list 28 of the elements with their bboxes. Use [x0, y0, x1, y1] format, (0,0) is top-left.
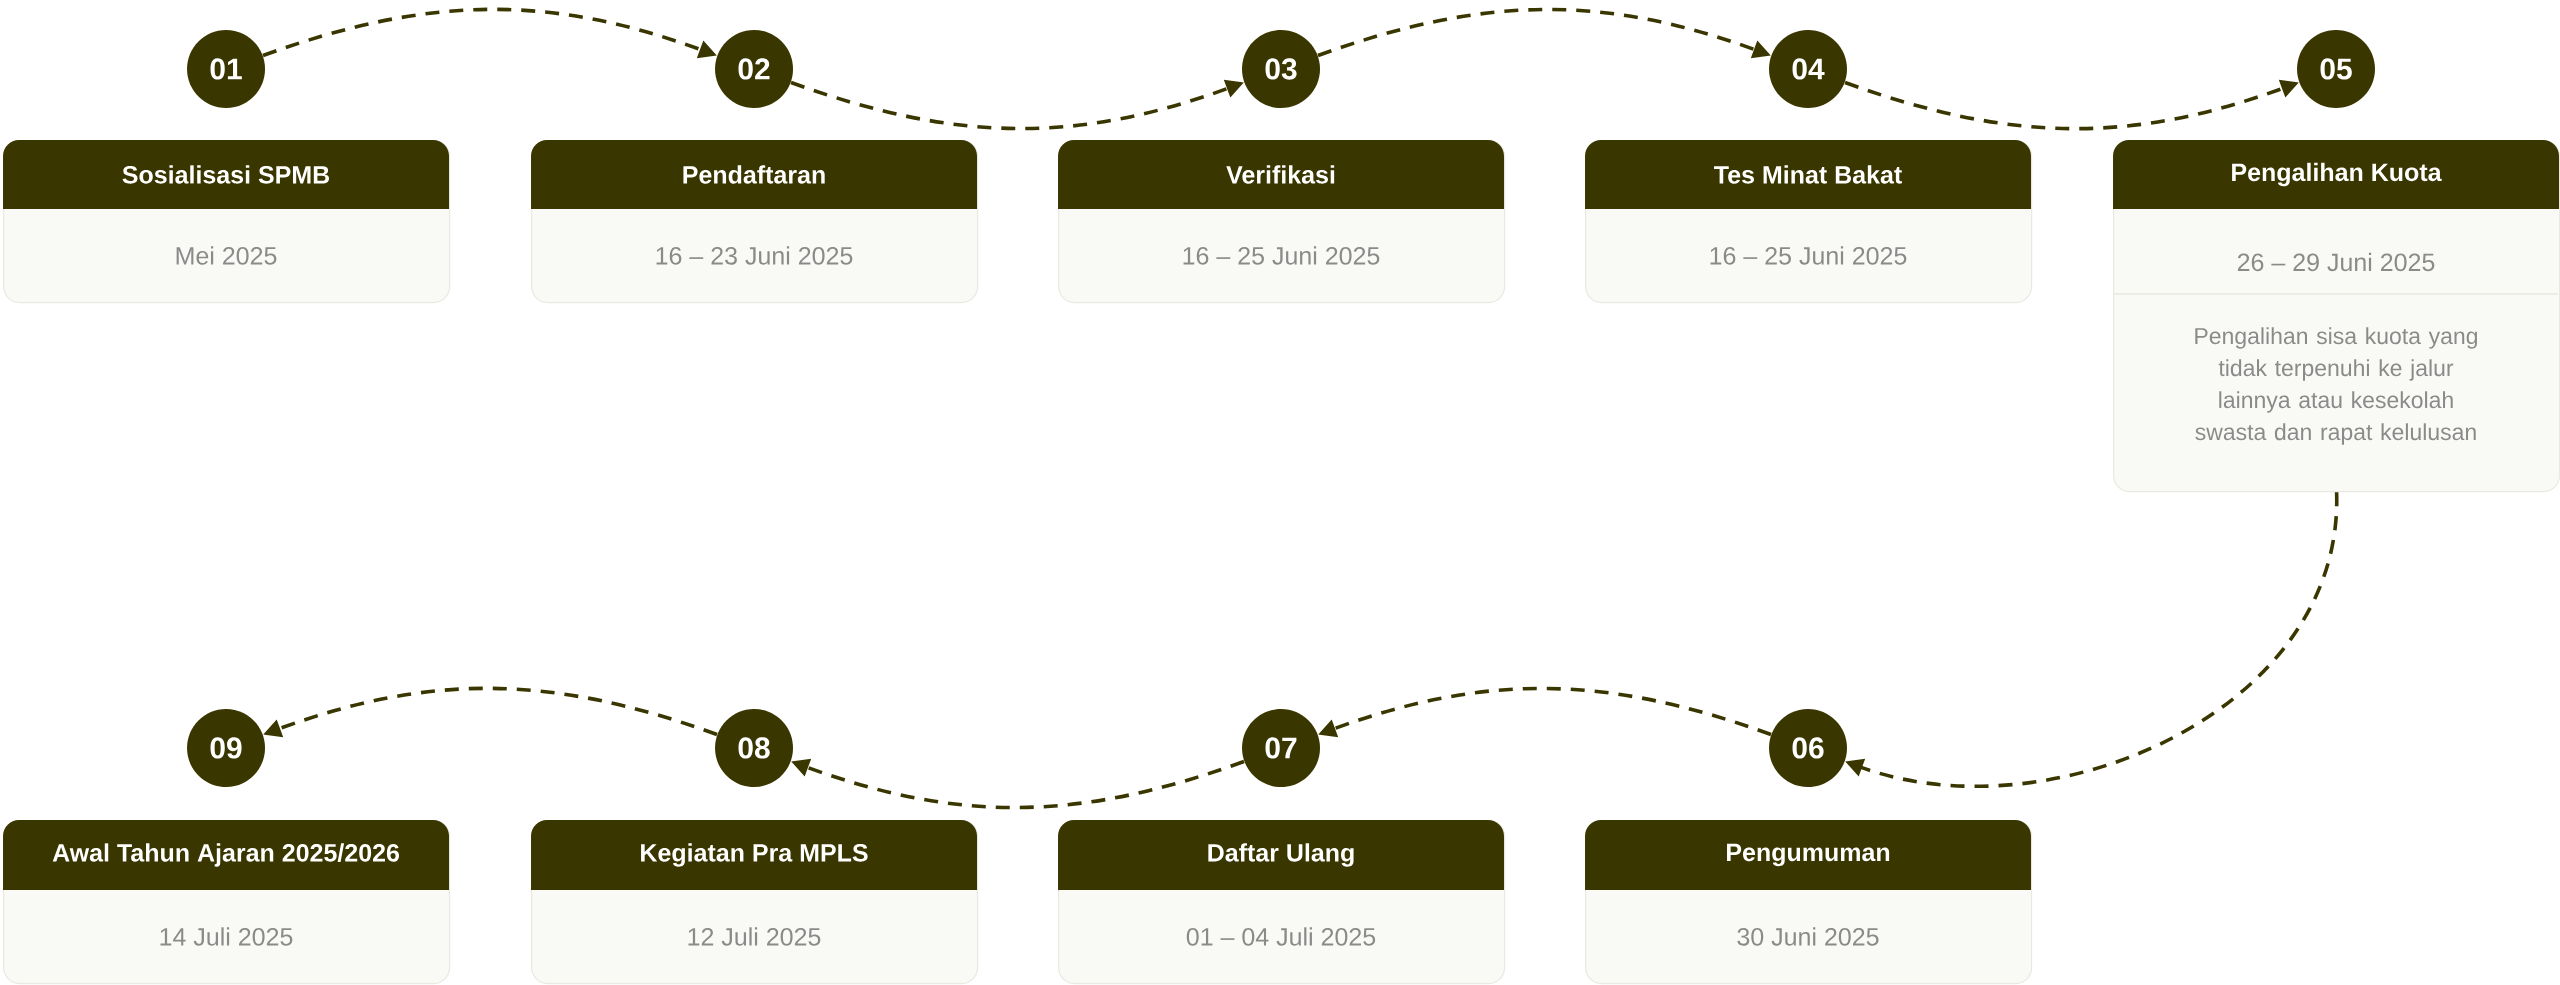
card-heading: Awal Tahun Ajaran 2025/2026: [52, 843, 399, 867]
card-heading: Pengalihan Kuota: [2232, 162, 2442, 187]
card-heading: Verifikasi: [1226, 165, 1335, 184]
date-text: 12 Juli 2025: [688, 927, 821, 946]
date-text: Mei 2025: [176, 246, 277, 265]
date-text: 16 – 23 Juni 2025: [656, 246, 853, 265]
date-text: 16 – 25 Juni 2025: [1710, 246, 1907, 265]
timeline-card: [531, 140, 979, 304]
timeline-card: [2113, 140, 2560, 493]
timeline-card: [1058, 140, 1506, 304]
date-text: 01 – 04 Juli 2025: [1186, 927, 1376, 946]
timeline-card: [1058, 820, 1506, 985]
card-heading: Sosialisasi SPMB: [122, 165, 330, 184]
date-text: 16 – 25 Juni 2025: [1183, 246, 1380, 265]
card-heading: Pendaftaran: [683, 165, 825, 184]
description-text: Pengalihan sisa kuota yang tidak terpenuhi ke jalur lainnya atau kesekolah swasta dan rapat kelulusan: [2195, 327, 2477, 445]
timeline-card: [3, 140, 451, 304]
timeline-card: [1585, 140, 2033, 304]
timeline-card: [1585, 820, 2033, 985]
date-text: 30 Juni 2025: [1737, 927, 1879, 946]
timeline-card: [531, 820, 979, 985]
card-heading: Daftar Ulang: [1208, 843, 1354, 867]
timeline-card: [3, 820, 451, 985]
card-heading: Pengumuman: [1727, 843, 1890, 867]
card-heading: Kegiatan Pra MPLS: [641, 843, 868, 867]
date-text: 26 – 29 Juni 2025: [2237, 252, 2435, 272]
date-text: 14 Juli 2025: [160, 927, 293, 946]
card-heading: Tes Minat Bakat: [1714, 165, 1902, 184]
